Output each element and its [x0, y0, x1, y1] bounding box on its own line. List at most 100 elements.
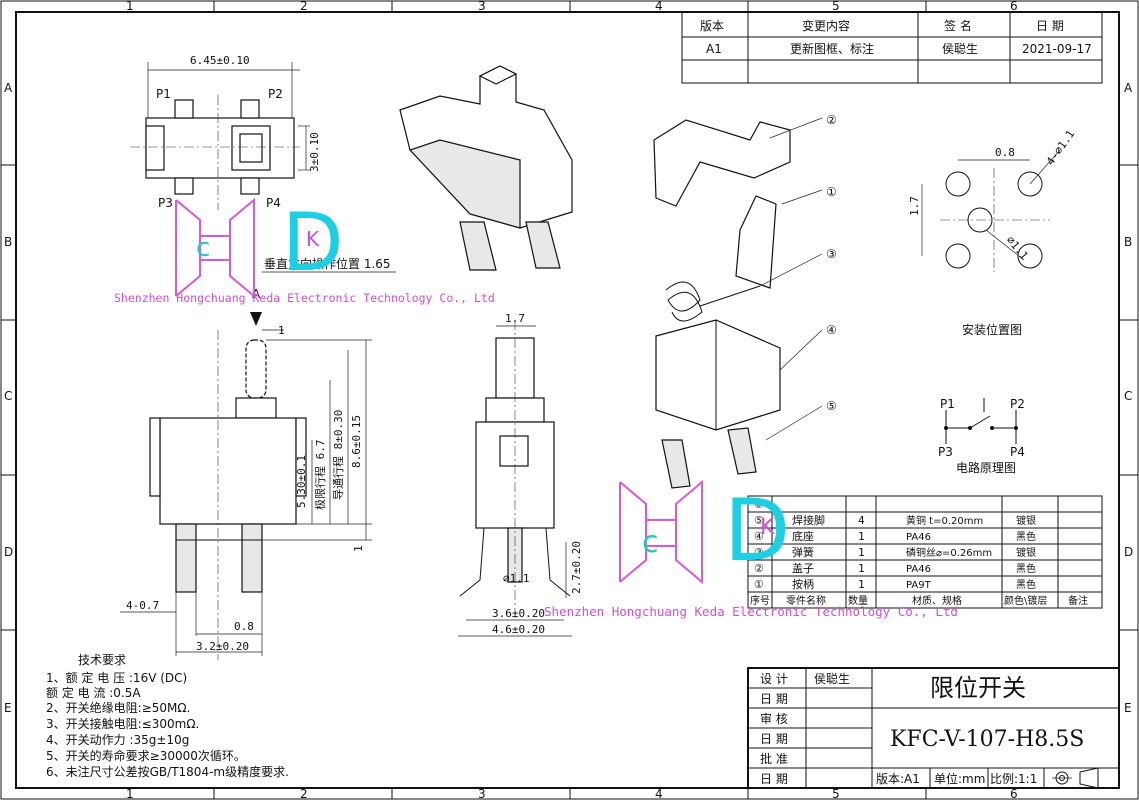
- tb-review: 审 核: [760, 711, 788, 726]
- pin-p2: P2: [268, 87, 283, 101]
- svg-text:D: D: [1124, 545, 1133, 559]
- svg-text:3: 3: [478, 787, 486, 800]
- bom-no-2: ②: [754, 562, 764, 575]
- dim-pattern-y: 1.7: [908, 196, 921, 216]
- bom-no-3: ③: [754, 546, 764, 559]
- install-title: 安装位置图: [962, 322, 1022, 337]
- bom-name-2: 盖子: [792, 561, 814, 575]
- top-body: [145, 117, 295, 179]
- bom-name-4: 底座: [792, 529, 814, 543]
- circuit-title: 电路原理图: [956, 460, 1016, 475]
- svg-text:A: A: [1124, 81, 1133, 95]
- tb-product-name: 限位开关: [930, 674, 1026, 702]
- col-label-1: 1: [126, 0, 134, 13]
- svg-text:E: E: [1124, 701, 1132, 715]
- bom-name-5: 焊接脚: [792, 513, 825, 527]
- dim-limit-travel: 极限行程 6.7: [313, 440, 327, 511]
- circuit-p2: P2: [1010, 397, 1025, 411]
- callout-4: ④: [826, 323, 837, 337]
- svg-text:c: c: [642, 525, 659, 560]
- dim-pattern-holes: 4-⌀1.1: [1044, 128, 1077, 168]
- svg-text:4: 4: [858, 514, 865, 527]
- watermark-logo-top: c D K Shenzhen Hongchuang Keda Electroni…: [114, 196, 495, 305]
- rev-signer: 侯聪生: [942, 42, 978, 56]
- dim-total-height: 8.6±0.15: [350, 415, 363, 468]
- svg-text:磷铜丝⌀=0.26mm: 磷铜丝⌀=0.26mm: [906, 546, 992, 559]
- pin-p4: P4: [266, 196, 281, 210]
- tb-design: 设 计: [760, 672, 788, 686]
- tb-part-number: KFC-V-107-H8.5S: [890, 727, 1084, 752]
- row-label-E: E: [4, 701, 12, 715]
- bom-no-1: ①: [754, 578, 764, 591]
- svg-text:K: K: [306, 227, 320, 251]
- dim-actuator-width: 1.7: [505, 312, 525, 325]
- svg-text:镀银: 镀银: [1016, 546, 1036, 559]
- dim-side-1: 1: [278, 324, 285, 337]
- projection-symbol-icon: [1052, 767, 1099, 789]
- svg-text:黑色: 黑色: [1016, 530, 1036, 543]
- col-label-2: 2: [300, 0, 308, 13]
- dim-pin-offset: 0.8: [234, 620, 254, 633]
- op-position-label: 垂直方向操作位置 1.65: [264, 256, 391, 271]
- col-label-4: 4: [655, 0, 663, 13]
- bom-header-material: 材质、规格: [912, 594, 962, 607]
- col-label-3: 3: [478, 0, 486, 13]
- svg-text:黑色: 黑色: [1016, 578, 1036, 591]
- row-label-A: A: [4, 81, 13, 95]
- arrow-a-icon: [250, 300, 262, 326]
- dim-pin-width: 4-0.7: [126, 599, 159, 612]
- rev-change: 更新图框、标注: [790, 41, 874, 56]
- svg-text:PA46: PA46: [906, 532, 931, 543]
- dim-width: 6.45±0.10: [190, 54, 250, 67]
- tech-line-6: 6、未注尺寸公差按GB/T1804-m级精度要求.: [46, 764, 289, 779]
- bom-no-5: ⑤: [754, 514, 764, 527]
- svg-text:B: B: [1124, 235, 1132, 249]
- svg-text:c: c: [196, 233, 210, 263]
- end-view: 1.7 ⌀1.1 2.7±0.20 3.6±0.20 4.6±0.20: [458, 312, 583, 637]
- tech-line-5: 5、开关的寿命要求≥30000次循环。: [46, 748, 246, 763]
- svg-text:D: D: [724, 481, 790, 581]
- col-label-5: 5: [832, 0, 840, 13]
- svg-text:C: C: [1124, 389, 1132, 403]
- svg-text:K: K: [760, 515, 775, 540]
- svg-text:PA9T: PA9T: [906, 580, 932, 591]
- tech-line-1: 1、额 定 电 压 :16V (DC): [46, 670, 187, 685]
- row-label-C: C: [4, 389, 12, 403]
- pin-p1: P1: [156, 87, 171, 101]
- rev-header-change: 变更内容: [802, 18, 850, 33]
- inner-frame: [15, 11, 1120, 789]
- dim-pin-bend: 2.7±0.20: [570, 541, 583, 594]
- callout-1: ①: [826, 185, 837, 199]
- svg-text:D: D: [282, 196, 344, 289]
- svg-text:黄铜 t=0.20mm: 黄铜 t=0.20mm: [906, 514, 983, 527]
- bom-no-4: ④: [754, 530, 764, 543]
- rev-header-date: 日 期: [1036, 19, 1064, 33]
- row-label-B: B: [4, 235, 12, 249]
- rev-header-sign: 签 名: [944, 18, 972, 33]
- svg-text:镀银: 镀银: [1016, 514, 1036, 527]
- tech-line-3: 3、开关接触电阻:≤300mΩ.: [46, 716, 199, 731]
- side-view: A 1 5.30±0.1 极限行程 6.7 导通行程 8±0.30 8.6±0.…: [120, 287, 372, 660]
- circuit-p3: P3: [938, 445, 953, 459]
- svg-text:黑色: 黑色: [1016, 562, 1036, 575]
- watermark-logo-bottom: c D K Shenzhen Hongchuang Keda Electroni…: [544, 479, 958, 619]
- pin-p3: P3: [158, 196, 173, 210]
- callout-2: ②: [826, 113, 837, 127]
- tech-title: 技术要求: [78, 653, 126, 667]
- watermark-company-bottom: Shenzhen Hongchuang Keda Electronic Tech…: [544, 604, 958, 619]
- rev-version: A1: [706, 42, 722, 56]
- svg-text:PA46: PA46: [906, 564, 931, 575]
- watermark-company-top: Shenzhen Hongchuang Keda Electronic Tech…: [114, 291, 495, 305]
- bom-header-name: 零件名称: [786, 594, 826, 607]
- dim-conduct-travel: 导通行程 8±0.30: [332, 410, 345, 500]
- frame-row-markers: A B C D E A B C D E: [1, 81, 1138, 715]
- isometric-view: [399, 65, 573, 271]
- dim-height: 3±0.10: [308, 132, 321, 172]
- revision-table: 版本 变更内容 签 名 日 期 A1 更新图框、标注 侯聪生 2021-09-1…: [681, 11, 1103, 84]
- svg-text:日 期: 日 期: [760, 772, 788, 786]
- tb-designer-name: 侯聪生: [814, 672, 850, 686]
- arrow-label-a: A: [252, 287, 261, 301]
- svg-text:1: 1: [858, 546, 865, 559]
- circuit-p4: P4: [1010, 445, 1025, 459]
